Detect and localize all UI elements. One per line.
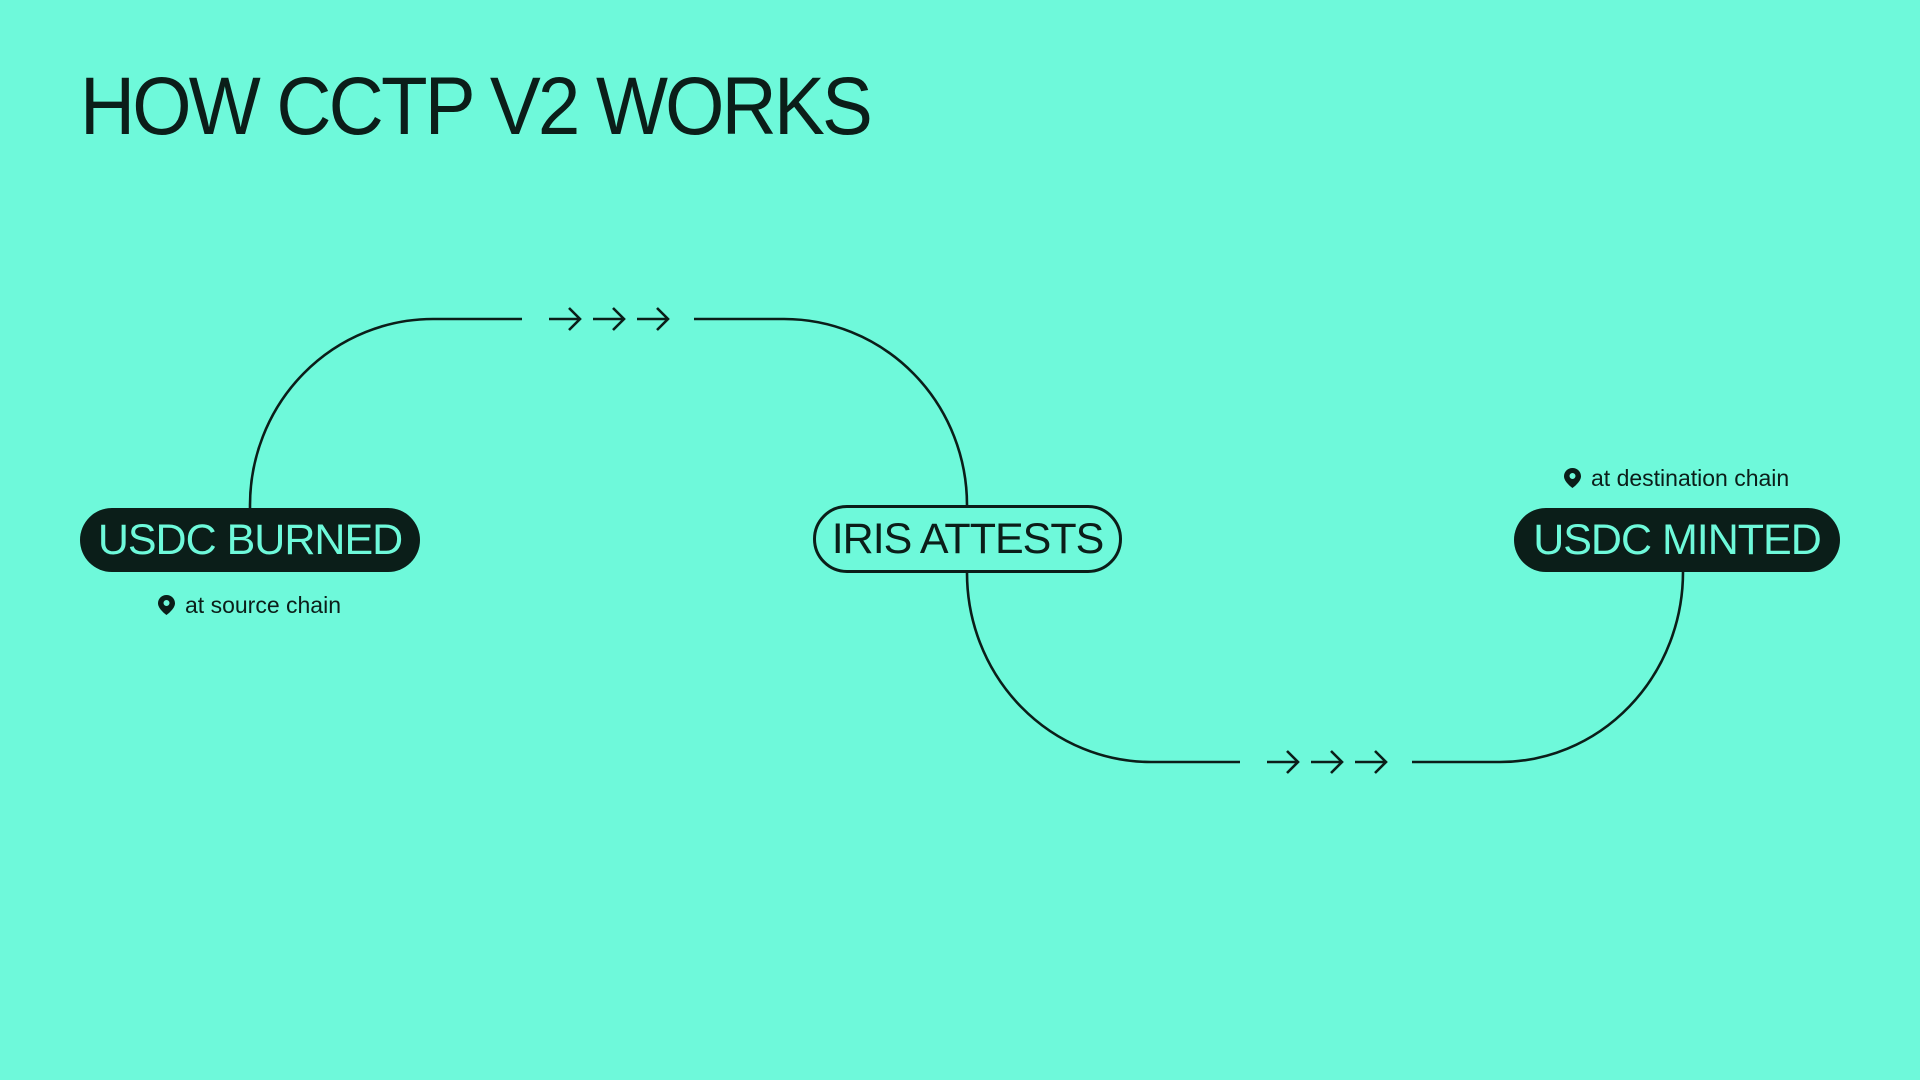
step-iris-attests: IRIS ATTESTS	[813, 505, 1122, 573]
map-pin-icon	[158, 595, 175, 615]
location-destination-chain: at destination chain	[1564, 465, 1789, 491]
connector-attest-to-mint	[965, 571, 1685, 774]
location-label: at source chain	[185, 591, 341, 618]
arrow-icons	[549, 307, 670, 331]
location-label: at destination chain	[1591, 464, 1790, 491]
location-source-chain: at source chain	[158, 592, 341, 618]
arrow-icons	[1267, 750, 1388, 774]
connector-burn-to-attest	[248, 307, 969, 508]
page-title: HOW CCTP V2 WORKS	[80, 61, 873, 152]
step-usdc-burned: USDC BURNED	[80, 508, 420, 572]
step-label: IRIS ATTESTS	[831, 514, 1105, 563]
step-label: USDC MINTED	[1533, 515, 1822, 564]
step-label: USDC BURNED	[97, 515, 403, 564]
step-usdc-minted: USDC MINTED	[1514, 508, 1840, 572]
map-pin-icon	[1564, 468, 1581, 488]
